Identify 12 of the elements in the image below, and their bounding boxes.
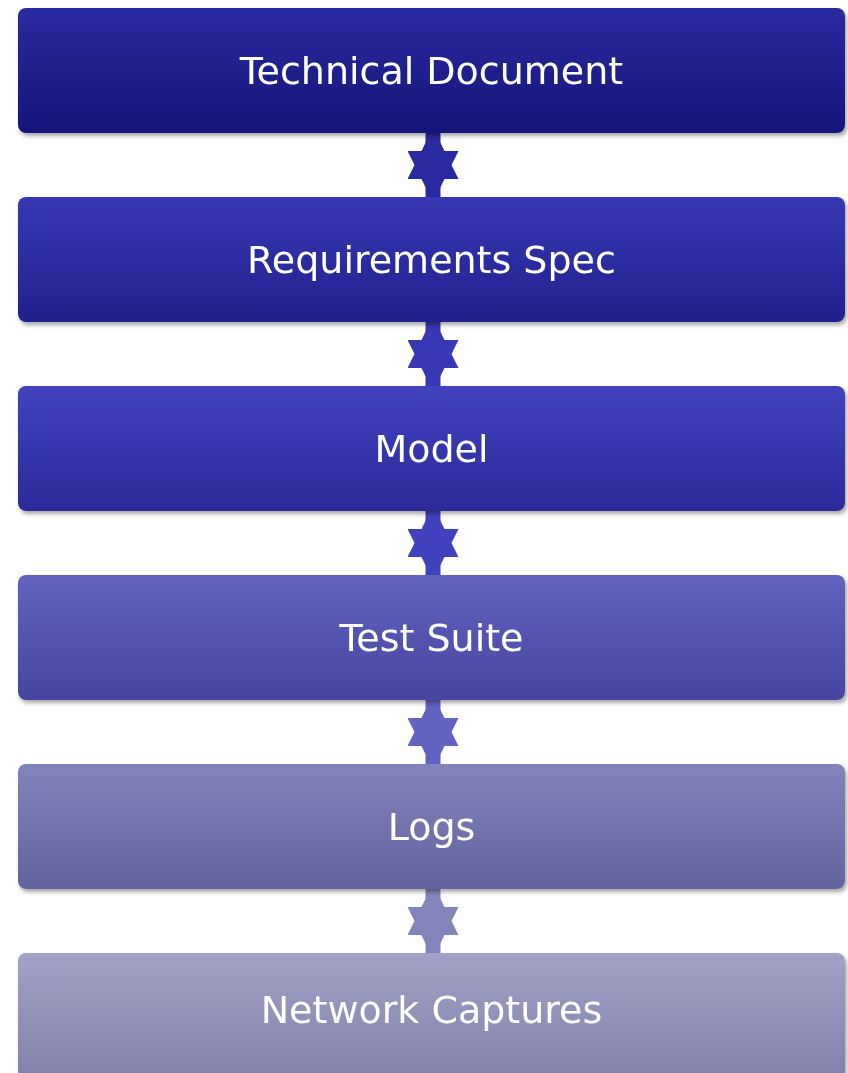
box-label: Technical Document	[239, 48, 624, 93]
box-label: Test Suite	[339, 615, 524, 660]
process-box	[18, 386, 845, 511]
box-label: Requirements Spec	[247, 237, 616, 282]
process-box	[18, 575, 845, 700]
process-box	[18, 953, 845, 1073]
process-box	[18, 197, 845, 322]
box-label: Logs	[387, 804, 476, 849]
box-label: Model	[374, 426, 489, 471]
box-label: Network Captures	[260, 988, 603, 1032]
process-box	[18, 764, 845, 889]
process-box	[18, 8, 845, 133]
